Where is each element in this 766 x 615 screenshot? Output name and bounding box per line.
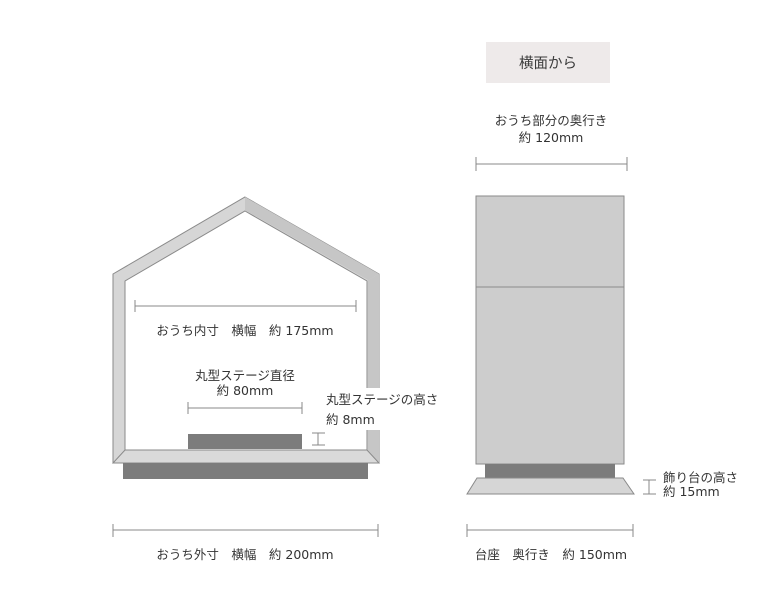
outer-width-label: おうち外寸 横幅 約 200mm	[156, 547, 333, 562]
stage-diameter-label-line2: 約 80mm	[217, 383, 274, 398]
ornament-height-label-line2: 約 15mm	[663, 484, 720, 499]
inner-width-label: おうち内寸 横幅 約 175mm	[156, 323, 333, 338]
house-side-view	[466, 195, 635, 495]
house-depth-label-line2: 約 120mm	[519, 130, 584, 145]
house-frame-bevel-right	[368, 274, 379, 463]
side-dimension-lines	[466, 157, 656, 537]
house-front-view	[111, 196, 381, 479]
side-body	[475, 195, 625, 465]
stage-diameter-label-line1: 丸型ステージ直径	[195, 368, 295, 383]
house-frame-bevel	[245, 197, 379, 280]
ornament-height-label-line1: 飾り台の高さ	[663, 470, 738, 485]
stage-height-label-line1: 丸型ステージの高さ	[326, 392, 438, 407]
side-view-tag: 横面から	[486, 42, 610, 83]
side-view-tag-text: 横面から	[519, 55, 577, 72]
round-stage	[188, 434, 302, 449]
side-base	[485, 464, 615, 478]
stage-height-label-bg	[324, 388, 444, 430]
house-base	[123, 463, 368, 479]
house-floor	[111, 449, 381, 464]
front-dimension-lines	[112, 300, 379, 537]
house-depth-label-line1: おうち部分の奥行き	[495, 113, 608, 128]
base-depth-label: 台座 奥行き 約 150mm	[475, 547, 627, 562]
stage-height-label-line2: 約 8mm	[326, 412, 375, 427]
ornament-stand	[466, 477, 635, 495]
